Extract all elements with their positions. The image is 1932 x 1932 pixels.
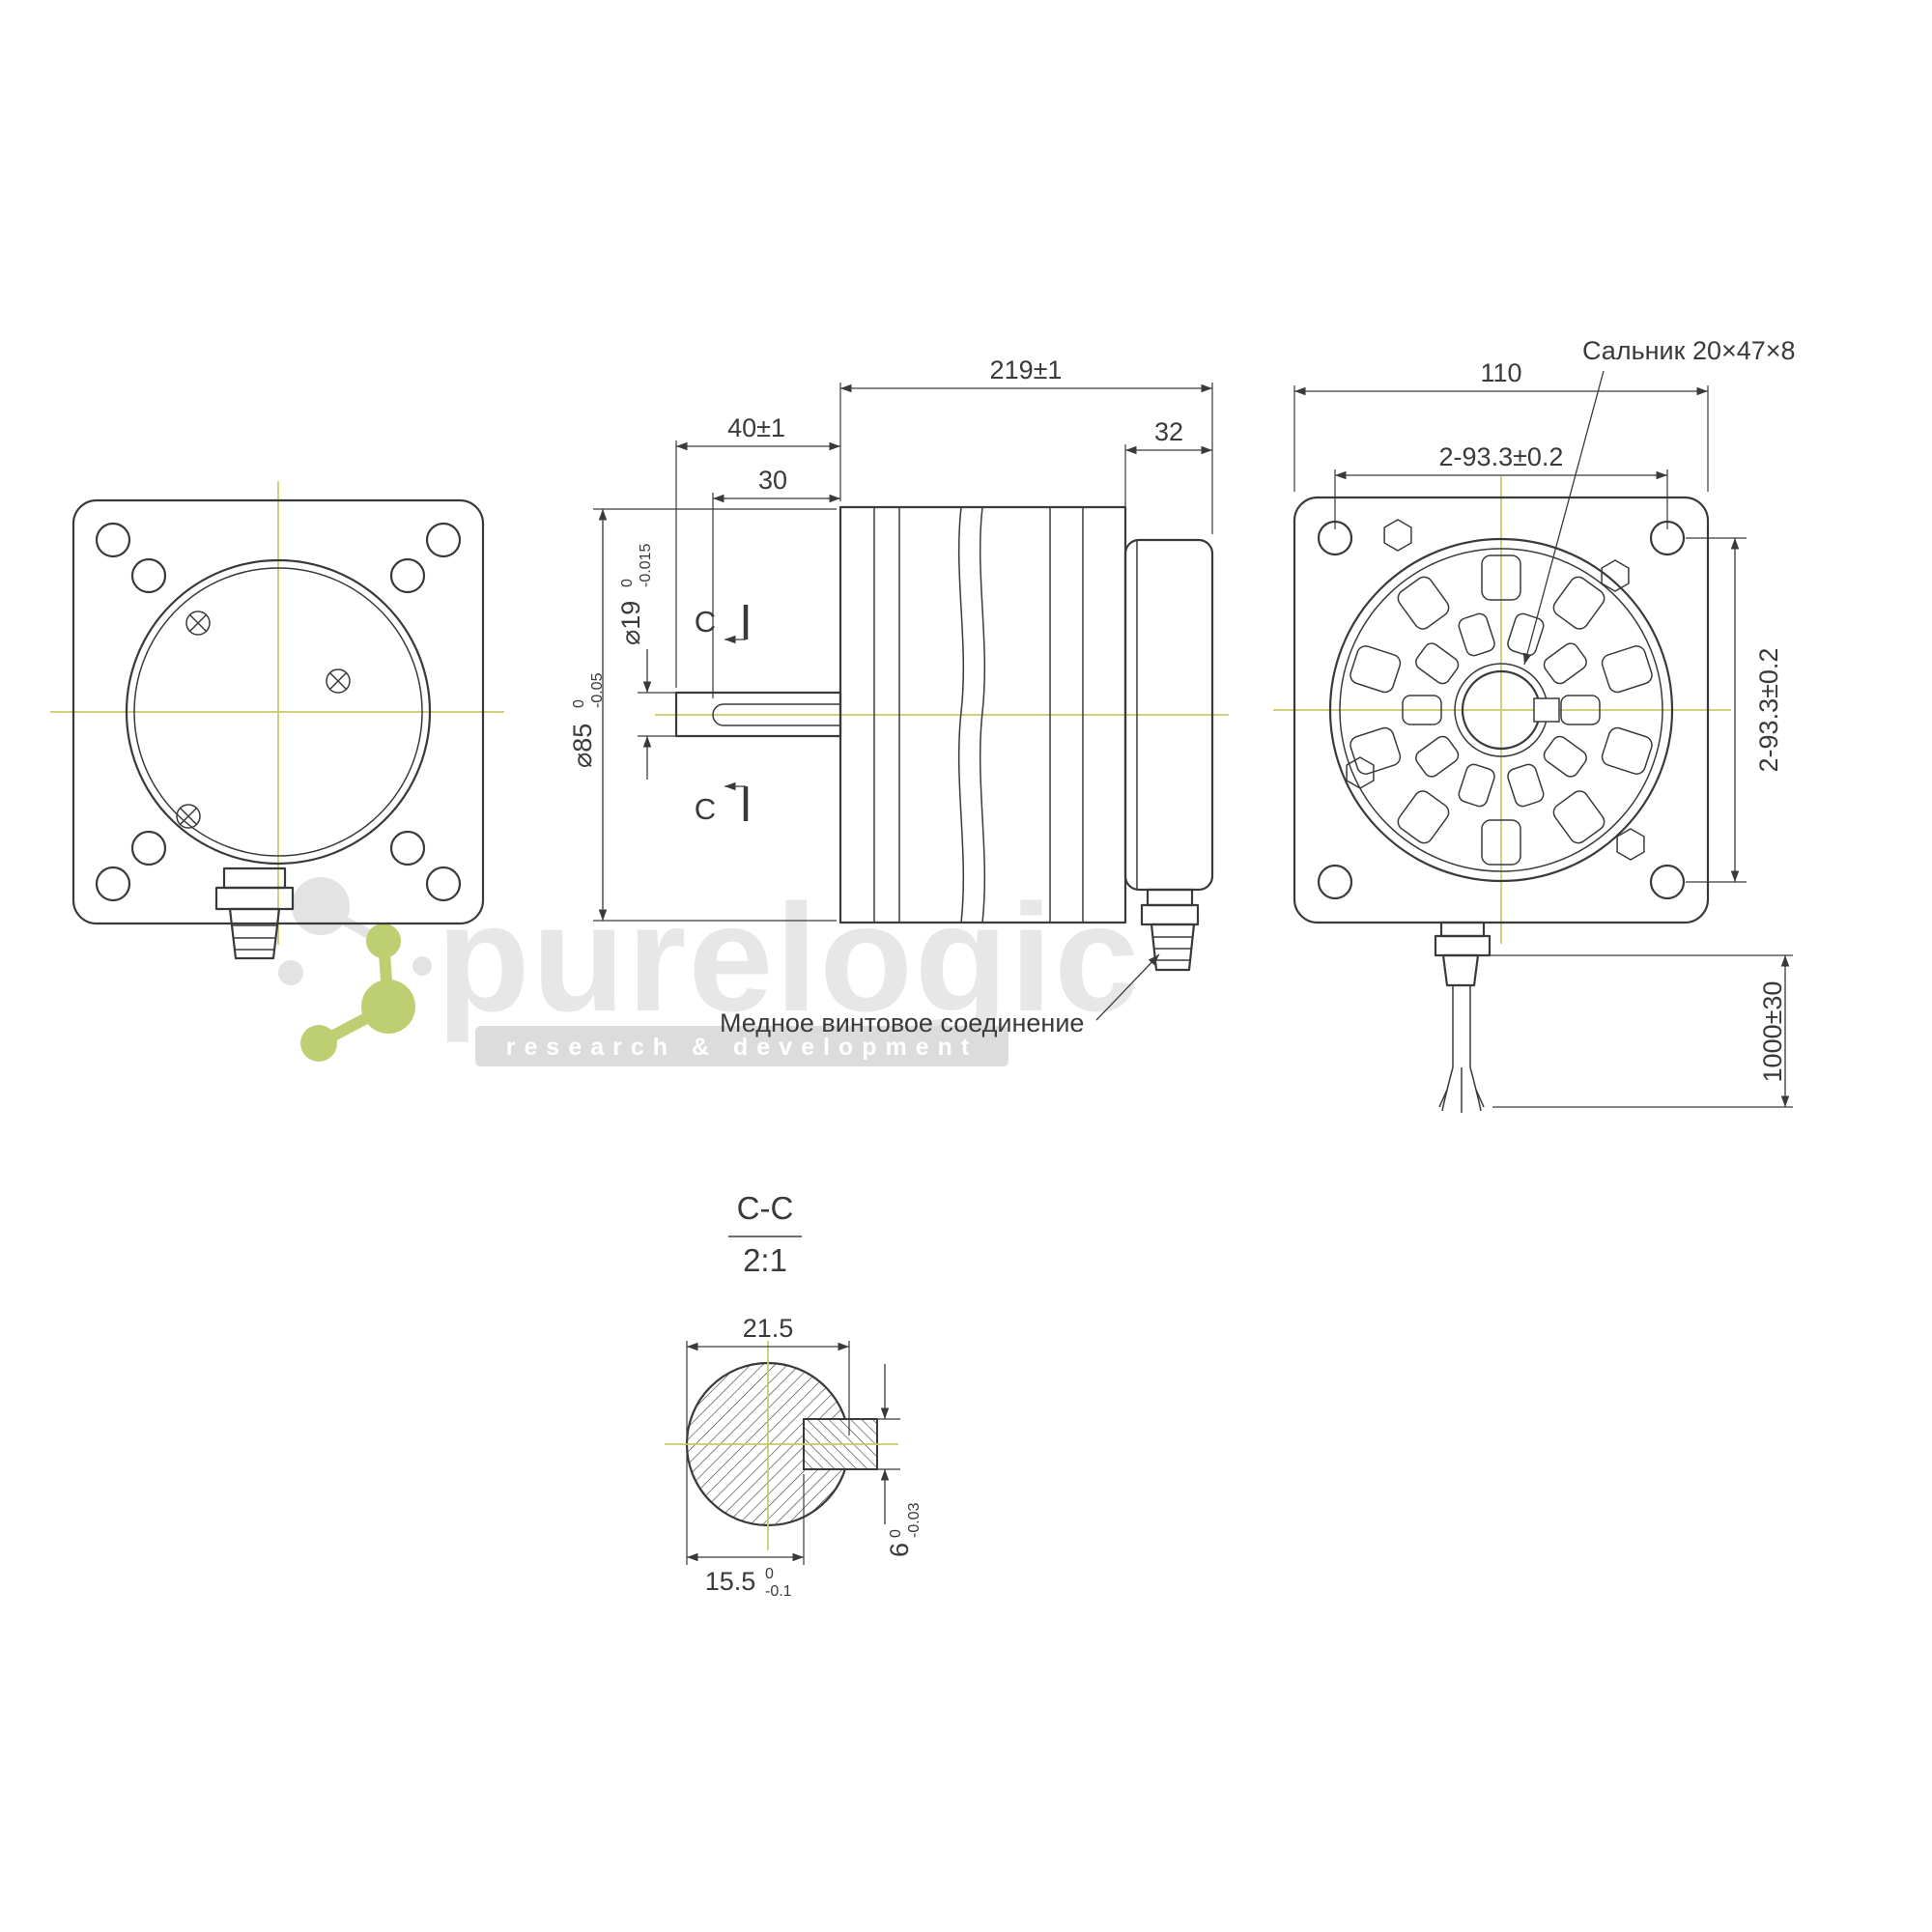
dim-rear-housing-length: 32 xyxy=(1154,417,1183,446)
section-view: C-C 2:1 21.5 15.5 0 -0.1 6 0 -0.03 xyxy=(665,1190,923,1600)
section-cut-marks: C C xyxy=(695,605,749,826)
front-view-dimensions: 110 2-93.3±0.2 2-93.3±0.2 1000±30 Сальни… xyxy=(1293,336,1796,1108)
logo-dot-gray-tiny xyxy=(412,956,432,976)
rear-cover-screws xyxy=(176,611,351,829)
fan-housing-outer xyxy=(1328,537,1674,883)
break-line-right xyxy=(979,506,986,923)
side-view: C C xyxy=(674,505,1214,972)
section-marker-bottom: C xyxy=(695,792,716,826)
dim-section-flat-tol-lower: -0.1 xyxy=(765,1583,792,1600)
logo-dot-gray-large xyxy=(292,877,350,935)
dim-key-width-tol-upper: 0 xyxy=(888,1529,904,1538)
shaft-keyway xyxy=(712,703,840,726)
dim-pilot-diameter-group: ⌀85 0 -0.05 xyxy=(568,672,606,768)
dim-cable-length-group: 1000±30 xyxy=(1758,981,1787,1083)
dim-mount-holes-vertical-group: 2-93.3±0.2 xyxy=(1754,648,1783,773)
copper-joint-callout: Медное винтовое соединение xyxy=(720,953,1160,1037)
section-marker-top: C xyxy=(695,605,716,639)
dim-mount-holes-vertical: 2-93.3±0.2 xyxy=(1754,648,1783,773)
side-view-dimensions: 219±1 40±1 30 32 ⌀19 0 -0.015 ⌀85 0 -0.0… xyxy=(568,355,1213,922)
dim-shaft-diameter-tol-upper: 0 xyxy=(619,579,636,587)
dim-shaft-diameter-group: ⌀19 0 -0.015 xyxy=(616,544,654,645)
dim-key-width-tol-lower: -0.03 xyxy=(906,1502,923,1538)
centerlines xyxy=(50,476,1731,945)
rear-cable-gland xyxy=(214,867,295,960)
section-title: C-C xyxy=(737,1190,794,1226)
dim-section-flat: 15.5 xyxy=(705,1567,756,1596)
watermark-logo xyxy=(278,877,432,1062)
dim-shaft-diameter: ⌀19 xyxy=(616,601,645,645)
side-cable-gland xyxy=(1140,888,1200,972)
watermark: purelogic research & development xyxy=(278,873,1141,1066)
dim-mount-holes-horizontal: 2-93.3±0.2 xyxy=(1439,442,1564,471)
dim-cable-length: 1000±30 xyxy=(1758,981,1787,1083)
logo-dot-green-large xyxy=(361,980,415,1034)
logo-dot-gray-small xyxy=(278,960,303,985)
dim-key-width-group: 6 0 -0.03 xyxy=(885,1502,923,1557)
logo-dot-green-small xyxy=(366,923,401,958)
rear-cover-inner xyxy=(133,567,423,857)
dim-pilot-diameter: ⌀85 xyxy=(568,724,597,768)
watermark-tagline-text: research & development xyxy=(506,1034,978,1061)
dim-section-flat-tol-upper: 0 xyxy=(765,1566,774,1582)
dim-section-overall: 21.5 xyxy=(743,1314,794,1343)
fan-slots-inner xyxy=(1402,612,1601,808)
front-view xyxy=(1293,496,1710,1113)
dim-flange-size: 110 xyxy=(1480,358,1521,387)
section-scale: 2:1 xyxy=(743,1242,787,1278)
dim-pilot-diameter-tol-upper: 0 xyxy=(571,699,587,708)
front-cable xyxy=(1434,921,1492,1113)
dim-shaft-length: 40±1 xyxy=(727,413,785,442)
dim-keyway-length: 30 xyxy=(758,466,787,495)
dim-shaft-diameter-tol-lower: -0.015 xyxy=(638,544,654,587)
dim-overall-length: 219±1 xyxy=(990,355,1063,384)
watermark-tagline-bar xyxy=(475,1026,1009,1066)
shaft-key-notch xyxy=(1533,697,1560,723)
copper-callout-label: Медное винтовое соединение xyxy=(720,1009,1084,1037)
rear-view-corner-holes xyxy=(95,522,462,902)
logo-dot-green-medium xyxy=(300,1025,337,1062)
dim-pilot-diameter-tol-lower: -0.05 xyxy=(589,672,606,708)
rear-view xyxy=(71,498,485,960)
fan-slots-outer xyxy=(1350,554,1653,866)
seal-callout-label: Сальник 20×47×8 xyxy=(1582,336,1796,365)
dim-key-width: 6 xyxy=(885,1543,914,1557)
fan-housing-inner xyxy=(1339,548,1663,872)
break-line-left xyxy=(957,506,965,923)
watermark-brand-text: purelogic xyxy=(437,873,1141,1043)
rear-cover-outer xyxy=(125,558,432,866)
